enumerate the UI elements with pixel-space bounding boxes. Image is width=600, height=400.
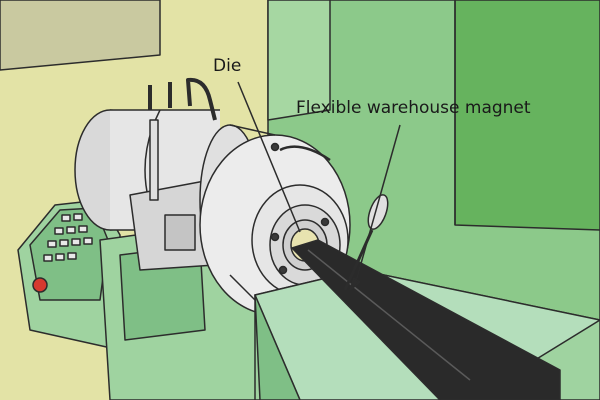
chuck-bolt-2	[278, 265, 288, 275]
control-button-12	[67, 252, 77, 260]
wall-green-panel	[267, 0, 331, 121]
control-button-10	[43, 254, 53, 262]
clamp-bolt-2	[164, 214, 196, 251]
control-button-1	[61, 214, 71, 222]
die-label: Die	[213, 56, 242, 76]
control-button-5	[78, 225, 88, 233]
magnet-label: Flexible warehouse magnet	[296, 98, 531, 118]
control-button-9	[83, 237, 93, 245]
lathe-bed-front	[254, 294, 301, 400]
control-button-4	[66, 226, 76, 234]
control-button-11	[55, 253, 65, 261]
magnet-strip-highlight	[307, 249, 471, 381]
emergency-stop-button-icon	[32, 277, 48, 293]
clamp-bolt-1	[149, 119, 159, 201]
chuck-bolt-3	[320, 217, 330, 227]
magnet-callout-line	[354, 124, 401, 286]
magnet-strip	[291, 239, 561, 400]
magnet-callout-arrowhead	[349, 277, 361, 291]
control-button-6	[47, 240, 57, 248]
chuck-bolt-1	[270, 232, 280, 242]
control-button-3	[54, 227, 64, 235]
control-button-7	[59, 239, 69, 247]
wall-window-panel	[0, 0, 161, 71]
cable-3	[186, 77, 217, 121]
headstock-cable	[279, 145, 331, 162]
control-button-2	[73, 213, 83, 221]
control-button-8	[71, 238, 81, 246]
die-callout-line	[237, 81, 301, 233]
chuck-bolt-5	[270, 142, 280, 152]
